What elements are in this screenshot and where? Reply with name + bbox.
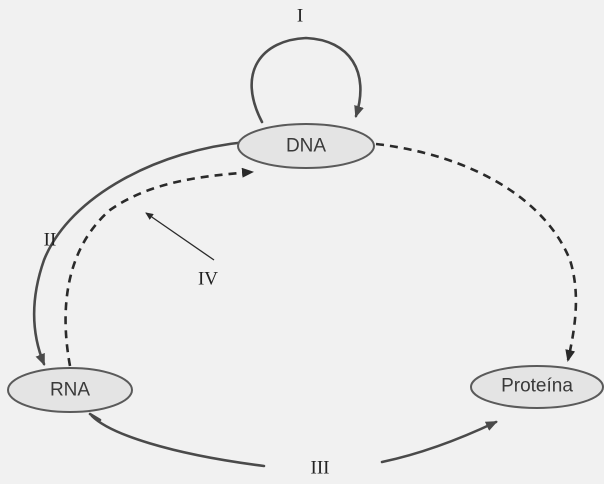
label-replication: I — [297, 6, 303, 27]
label-reverse-transcription: IV — [198, 269, 218, 290]
label-transcription: II — [44, 230, 57, 251]
dna-node: DNA — [237, 123, 375, 169]
rna-node: RNA — [7, 367, 133, 413]
protein-label: Proteína — [501, 376, 573, 397]
reverse-transcription-arrow — [64, 167, 254, 367]
rna-label: RNA — [50, 380, 90, 401]
label-translation: III — [311, 458, 330, 479]
protein-node: Proteína — [470, 365, 604, 409]
translation-arrow-left — [90, 414, 266, 468]
replication-arrow — [250, 36, 364, 124]
dna-to-protein-arrow — [375, 142, 578, 362]
translation-arrow-right — [380, 420, 498, 464]
transcription-arrow — [32, 140, 248, 366]
translation-arrow-tail-tick — [88, 412, 102, 422]
dna-label: DNA — [286, 136, 326, 157]
iv-pointer-line — [145, 212, 215, 261]
